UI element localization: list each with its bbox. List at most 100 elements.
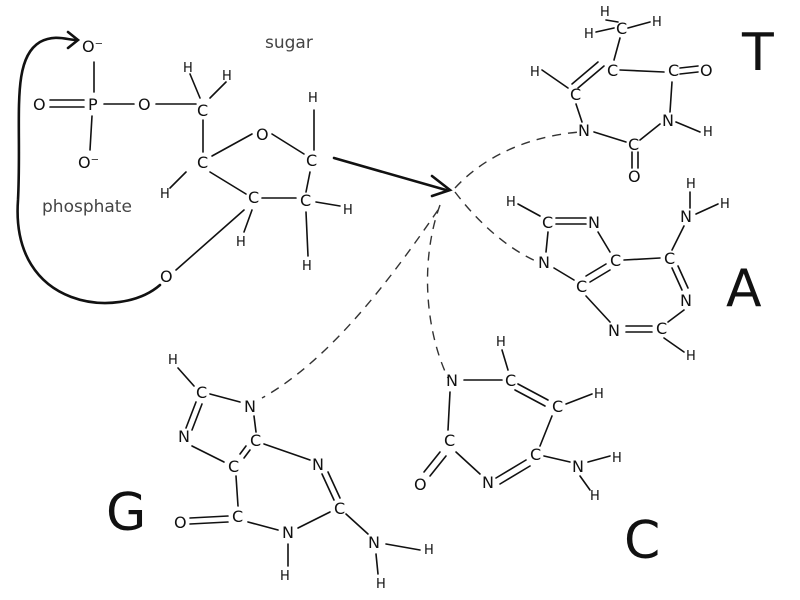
- cytosine-c2: C: [444, 431, 455, 450]
- bond-g-n3-c2-a: [321, 473, 335, 501]
- adenine-c8: C: [542, 213, 553, 232]
- bond-t-c6-n1: [575, 103, 583, 123]
- cytosine-h-amine-right: H: [612, 451, 622, 466]
- bond-g-c6-n1: [247, 521, 279, 531]
- bond-c5-h-b: [209, 81, 227, 99]
- thymine-h-methyl-left: H: [584, 27, 594, 42]
- bond-c4-c3: [209, 171, 247, 195]
- guanine-h1: H: [280, 569, 290, 584]
- cytosine-h5: H: [594, 387, 604, 402]
- cytosine-n-amine: N: [572, 457, 584, 476]
- phosphate-p: P: [88, 95, 98, 114]
- adenine-c6: C: [664, 249, 675, 268]
- bond-a-n1-c2: [667, 309, 685, 323]
- cytosine-letter: C: [624, 511, 660, 571]
- thymine-c4: C: [668, 61, 679, 80]
- bond-c-n3-c4-b: [499, 465, 531, 485]
- sugar-h-c2-b: H: [302, 259, 312, 274]
- bond-c4-o: [211, 133, 253, 157]
- thymine-letter: T: [741, 23, 774, 83]
- bond-g-c5-c4-a: [243, 449, 251, 459]
- bond-a-c6-n1-b: [677, 265, 689, 289]
- bond-g-n7-c5: [191, 445, 225, 463]
- sugar-h-c5-b: H: [222, 69, 232, 84]
- bond-c4-h: [169, 171, 187, 189]
- thymine-c5: C: [607, 61, 618, 80]
- bond-t-hm-right: [627, 21, 651, 29]
- guanine-c5: C: [228, 457, 239, 476]
- cytosine-o2: O: [414, 475, 427, 494]
- sugar-c5: C: [197, 101, 208, 120]
- bond-g-c6-o-b: [189, 521, 229, 525]
- bond-g-c4-n3: [263, 443, 311, 461]
- guanine-h-amine-bottom: H: [376, 577, 386, 592]
- bond-c-c2-o-b: [429, 455, 447, 477]
- sugar-o-ring: O: [256, 125, 269, 144]
- thymine-h-methyl-top: H: [600, 5, 610, 20]
- bond-g-n9-c4: [253, 415, 257, 433]
- guanine-c6: C: [232, 507, 243, 526]
- dash-link-cytosine: [426, 204, 449, 379]
- sugar-to-base-arrow-line: [332, 156, 448, 192]
- dash-link-adenine: [454, 191, 539, 263]
- adenine-h-amine-right: H: [720, 197, 730, 212]
- thymine-h3: H: [703, 125, 713, 140]
- bond-c-c5-c4: [539, 415, 553, 447]
- cytosine-base: H N C C H C O N C N H H C: [414, 335, 660, 571]
- sugar-c2: C: [300, 191, 311, 210]
- sugar-o3: O: [160, 267, 173, 286]
- bond-c-n3-c4-a: [495, 459, 527, 479]
- bond-c1-c2: [305, 171, 311, 193]
- bond-g-n3-c2-b: [327, 471, 341, 499]
- bond-p-o-bottom: [89, 115, 93, 151]
- bond-c3-o3: [175, 209, 245, 271]
- sugar-group: sugar C H H C H O C H C H C H H O: [160, 33, 353, 286]
- guanine-c2: C: [334, 499, 345, 518]
- bond-g-c8-n7-a: [185, 401, 197, 429]
- bond-a-n-h-right: [695, 203, 719, 215]
- bond-a-c2-h2: [663, 337, 685, 353]
- bond-a-c8-n9: [545, 231, 549, 253]
- phosphate-group: O⁻ O P O O⁻ phosphate: [33, 37, 197, 217]
- bond-g-c8-n7-b: [191, 403, 203, 431]
- cytosine-c4: C: [530, 445, 541, 464]
- bond-c-c6-c5-a: [517, 383, 549, 401]
- bond-c2-h-a: [315, 201, 341, 207]
- thymine-o4: O: [700, 61, 713, 80]
- phosphate-o-left: O: [33, 95, 46, 114]
- thymine-h-methyl-right: H: [652, 15, 662, 30]
- bond-t-methyl-c5: [613, 37, 621, 61]
- bond-t-hm-left: [595, 27, 615, 33]
- guanine-o6: O: [174, 513, 187, 532]
- bond-a-c5-c6: [623, 257, 661, 261]
- bond-t-c4-o-a: [679, 65, 699, 69]
- adenine-n7: N: [588, 213, 600, 232]
- bond-a-n9-c4: [553, 267, 575, 281]
- guanine-base: H C N N C C N C C O N H N H H G: [106, 353, 434, 592]
- cytosine-h6: H: [496, 335, 506, 350]
- bond-c-n1-c2: [447, 391, 451, 431]
- thymine-c2: C: [628, 135, 639, 154]
- bond-o-c1: [271, 133, 305, 155]
- bond-a-c4-c5-a: [589, 269, 611, 283]
- bond-g-c5-c4-b: [239, 445, 247, 455]
- sugar-c1: C: [306, 151, 317, 170]
- bond-g-c5-c6: [235, 475, 239, 507]
- sugar-h-c4: H: [160, 187, 170, 202]
- cytosine-h-amine-bottom: H: [590, 489, 600, 504]
- thymine-n3: N: [662, 111, 674, 130]
- sugar-to-base-arrow-head: [430, 174, 453, 198]
- bond-c-c5-h5: [565, 393, 593, 405]
- guanine-c8: C: [196, 383, 207, 402]
- bond-c5-h-a: [189, 73, 201, 99]
- cytosine-c5: C: [552, 397, 563, 416]
- adenine-letter: A: [726, 259, 762, 319]
- bond-t-c5-c6-a: [577, 65, 605, 89]
- bond-g-n-h-right: [385, 543, 421, 551]
- guanine-n1: N: [282, 523, 294, 542]
- dash-link-thymine: [454, 131, 581, 189]
- bond-c2-h-b: [305, 211, 309, 257]
- bond-t-c4-n3: [669, 81, 673, 113]
